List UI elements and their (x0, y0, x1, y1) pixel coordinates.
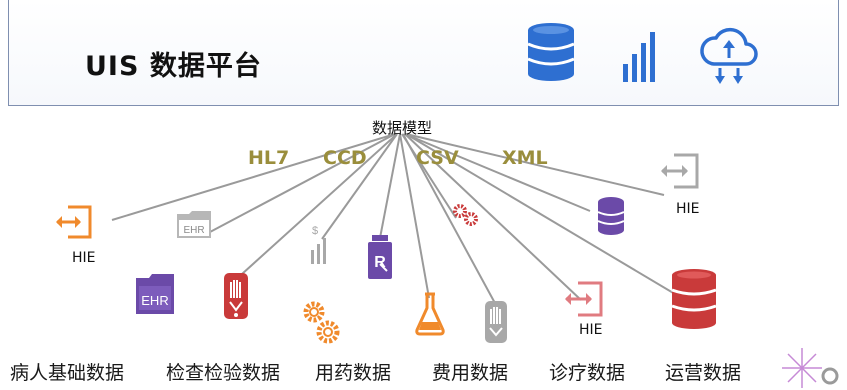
signal-bars-icon (623, 32, 655, 82)
format-label-csv: CSV (416, 147, 459, 169)
connector-line (405, 133, 681, 298)
category-operations: 运营数据 (665, 362, 742, 384)
database-icon (527, 23, 575, 81)
connector-line (321, 133, 398, 240)
format-label-xml: XML (502, 147, 548, 169)
database-purple-icon (597, 197, 625, 235)
database-red-icon (671, 269, 717, 329)
hie-label: HIE (676, 201, 700, 217)
connector-line (402, 133, 497, 306)
connector-line (379, 133, 401, 239)
sparkle-logo-icon (782, 348, 839, 388)
xray-device-icon (224, 273, 248, 319)
gears-red-icon (453, 204, 478, 226)
connector-line (111, 133, 396, 221)
cloud-sync-icon (700, 27, 758, 84)
ehr-folder-gray-icon: EHR (177, 211, 211, 238)
connector-line (404, 133, 582, 301)
hie-label: HIE (72, 250, 96, 266)
hie-exchange-pink-icon (565, 281, 603, 317)
page-title: UIS 数据平台 (85, 51, 262, 82)
svg-text:EHR: EHR (141, 293, 168, 308)
billing-chart-icon: $ (311, 225, 326, 264)
hie-label: HIE (579, 322, 603, 338)
svg-text:$: $ (312, 225, 318, 237)
xray-device-gray-icon (485, 301, 507, 343)
category-medication: 用药数据 (315, 362, 392, 384)
prescription-rx-icon: R (368, 235, 392, 279)
format-label-ccd: CCD (323, 147, 367, 169)
data-model-label: 数据模型 (372, 119, 433, 137)
svg-text:EHR: EHR (183, 225, 204, 236)
hie-exchange-gray-icon (661, 153, 699, 189)
connector-line (231, 133, 398, 284)
category-cost: 费用数据 (432, 362, 509, 384)
category-patient-basic: 病人基础数据 (10, 362, 125, 384)
category-exam-lab: 检查检验数据 (166, 362, 281, 384)
gears-orange-icon (303, 301, 340, 344)
lab-flask-icon (415, 292, 445, 336)
hie-exchange-icon (56, 205, 92, 239)
category-diagnosis-treatment: 诊疗数据 (549, 362, 626, 384)
format-label-hl7: HL7 (248, 147, 290, 169)
connector-line (399, 133, 430, 299)
connector-line (209, 133, 396, 233)
ehr-folder-purple-icon: EHR (136, 274, 174, 314)
connector-line (405, 133, 665, 196)
connector-line (404, 133, 591, 212)
